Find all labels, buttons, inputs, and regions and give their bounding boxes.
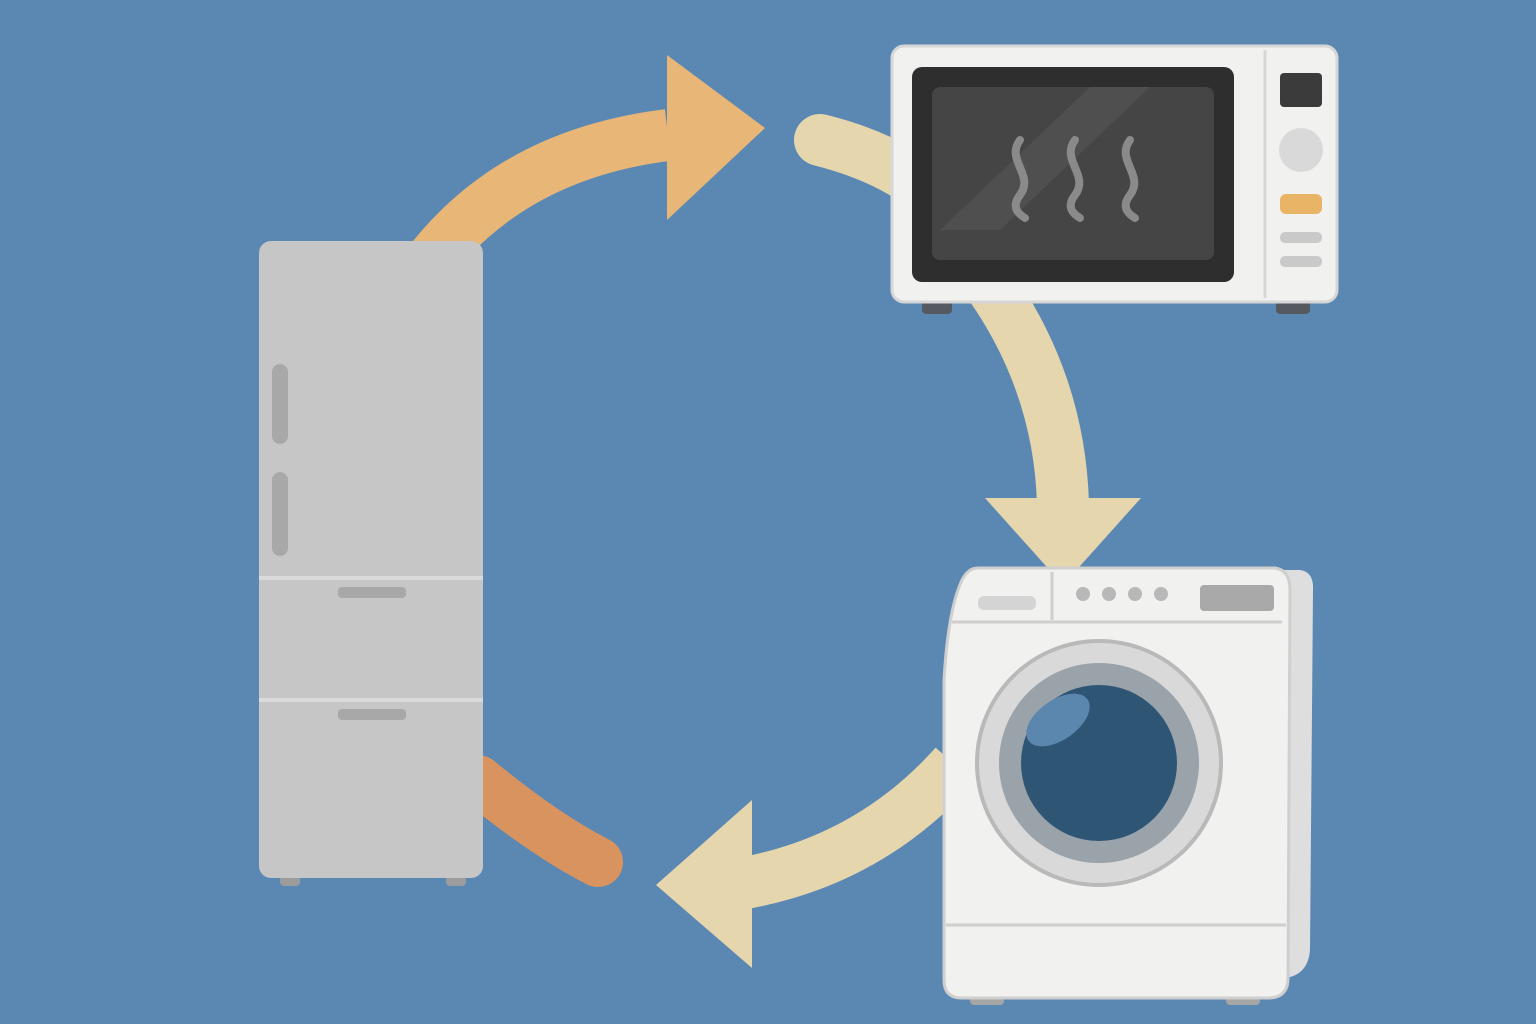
washer-knob-4 — [1154, 587, 1168, 601]
microwave-start-button — [1280, 194, 1322, 214]
refrigerator-icon — [259, 241, 483, 886]
washing-machine-icon — [942, 566, 1314, 1005]
steam-icon — [1011, 136, 1139, 222]
fridge-foot-left — [280, 876, 300, 886]
microwave-button-2 — [1280, 256, 1322, 267]
microwave-window-glare — [940, 87, 1150, 230]
arrow-microwave-to-washer-head — [985, 498, 1141, 585]
fridge-drawer-handle-1 — [338, 587, 406, 598]
arrow-washer-to-fridge-tail — [453, 755, 623, 887]
arrow-fridge-to-microwave-head — [667, 55, 765, 220]
washer-knob-2 — [1102, 587, 1116, 601]
fridge-handle-lower — [272, 472, 288, 556]
fridge-drawer-handle-2 — [338, 709, 406, 720]
washer-display — [1200, 585, 1274, 611]
fridge-handle-upper — [272, 364, 288, 444]
arrow-washer-to-fridge-shaft — [740, 747, 975, 909]
microwave-dial — [1279, 128, 1323, 172]
arrow-washer-to-fridge-head — [656, 800, 752, 968]
microwave-display — [1280, 73, 1322, 107]
microwave-icon — [890, 44, 1339, 314]
fridge-body — [259, 241, 483, 878]
fridge-foot-right — [446, 876, 466, 886]
washer-knob-1 — [1076, 587, 1090, 601]
microwave-button-1 — [1280, 232, 1322, 243]
washer-knob-3 — [1128, 587, 1142, 601]
washer-detergent-drawer — [978, 596, 1036, 610]
washer-door-glare — [1026, 693, 1090, 747]
arrow-washer-to-fridge — [453, 747, 975, 968]
